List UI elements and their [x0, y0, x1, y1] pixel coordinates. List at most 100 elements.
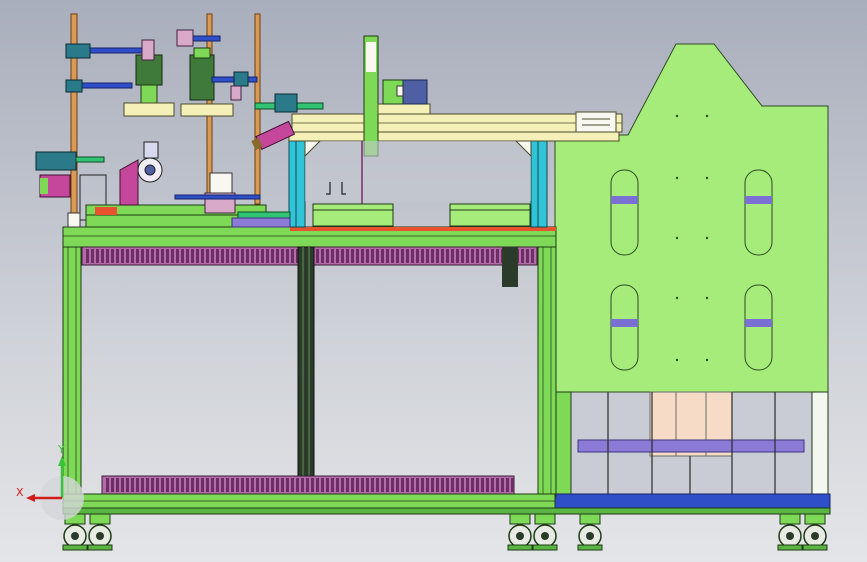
- chain-link: [196, 249, 199, 263]
- chain-link: [401, 249, 404, 263]
- chain-link: [221, 478, 224, 492]
- chain-link: [391, 249, 394, 263]
- chain-link: [381, 249, 384, 263]
- chain-link: [446, 478, 449, 492]
- chain-link: [496, 478, 499, 492]
- chain-link: [416, 249, 419, 263]
- chain-link: [496, 249, 499, 263]
- chain-link: [331, 249, 334, 263]
- chain-link: [186, 249, 189, 263]
- chain-link: [436, 249, 439, 263]
- chain-link: [136, 249, 139, 263]
- caster-wheel: [532, 513, 558, 551]
- chain-link: [141, 478, 144, 492]
- chain-link: [461, 249, 464, 263]
- chain-link: [456, 478, 459, 492]
- stand-arm-2: [76, 82, 133, 89]
- chain-link: [336, 478, 339, 492]
- chain-link: [231, 249, 234, 263]
- chain-link: [256, 478, 259, 492]
- cabinet-right-post: [811, 391, 829, 497]
- caster-wheel: [62, 513, 88, 551]
- main-frame[interactable]: [62, 226, 831, 515]
- left-leg: [62, 246, 82, 498]
- right-leg: [537, 246, 557, 498]
- chain-link: [471, 249, 474, 263]
- chain-link: [156, 249, 159, 263]
- light-plate-1: [123, 102, 175, 117]
- chain-link: [356, 249, 359, 263]
- chain-link: [176, 249, 179, 263]
- chain-link: [476, 249, 479, 263]
- chain-link: [381, 478, 384, 492]
- clamp-1: [65, 43, 91, 59]
- chain-link: [411, 249, 414, 263]
- chain-link: [176, 478, 179, 492]
- chain-link: [166, 249, 169, 263]
- chain-link: [221, 249, 224, 263]
- chain-link: [276, 249, 279, 263]
- tilt-plate: [119, 159, 139, 206]
- chain-link: [281, 249, 284, 263]
- cabinet-side-panel: [554, 43, 829, 393]
- caster-wheels[interactable]: [62, 513, 828, 551]
- chain-link: [361, 249, 364, 263]
- chain-link: [116, 478, 119, 492]
- gantry[interactable]: [288, 35, 623, 228]
- chain-link: [146, 478, 149, 492]
- gantry-left-post: [288, 134, 306, 228]
- chain-link: [466, 249, 469, 263]
- chain-link: [511, 478, 514, 492]
- chain-link: [266, 249, 269, 263]
- chain-link: [306, 478, 309, 492]
- chain-link: [396, 249, 399, 263]
- chain-link: [451, 478, 454, 492]
- carriage-plate: [377, 103, 431, 115]
- tray-right: [449, 203, 531, 227]
- chain-link: [241, 249, 244, 263]
- chain-link: [261, 249, 264, 263]
- chain-link: [131, 478, 134, 492]
- chain-link: [466, 478, 469, 492]
- gantry-backplate: [305, 141, 531, 201]
- chain-link: [351, 249, 354, 263]
- angled-clamp: [274, 93, 298, 113]
- chain-link: [406, 249, 409, 263]
- chain-link: [151, 249, 154, 263]
- chain-link: [226, 249, 229, 263]
- chain-link: [171, 249, 174, 263]
- chain-link: [126, 478, 129, 492]
- gantry-crossbar: [288, 131, 620, 142]
- chain-link: [486, 478, 489, 492]
- rail-end-cap: [575, 111, 617, 133]
- camera-lens-1: [140, 84, 158, 104]
- chain-link: [151, 478, 154, 492]
- chain-link: [181, 478, 184, 492]
- chain-link: [201, 478, 204, 492]
- right-cabinet[interactable]: [554, 43, 831, 509]
- chain-link: [121, 249, 124, 263]
- left-stand-clamp: [35, 151, 77, 171]
- chain-link: [486, 249, 489, 263]
- left-fixture[interactable]: [35, 141, 291, 228]
- camera-stand-1[interactable]: [65, 13, 175, 215]
- chain-link: [336, 249, 339, 263]
- chain-link: [491, 478, 494, 492]
- chain-link: [201, 249, 204, 263]
- chain-link: [146, 249, 149, 263]
- chain-link: [461, 478, 464, 492]
- chain-link: [186, 478, 189, 492]
- chain-link: [236, 478, 239, 492]
- chain-link: [321, 478, 324, 492]
- chain-link: [426, 249, 429, 263]
- chain-link: [131, 249, 134, 263]
- chain-link: [166, 478, 169, 492]
- chain-link: [316, 478, 319, 492]
- chain-link: [216, 249, 219, 263]
- cabinet-left-post: [554, 391, 572, 497]
- angled-camera[interactable]: [250, 93, 324, 152]
- chain-link: [206, 478, 209, 492]
- chain-link: [356, 478, 359, 492]
